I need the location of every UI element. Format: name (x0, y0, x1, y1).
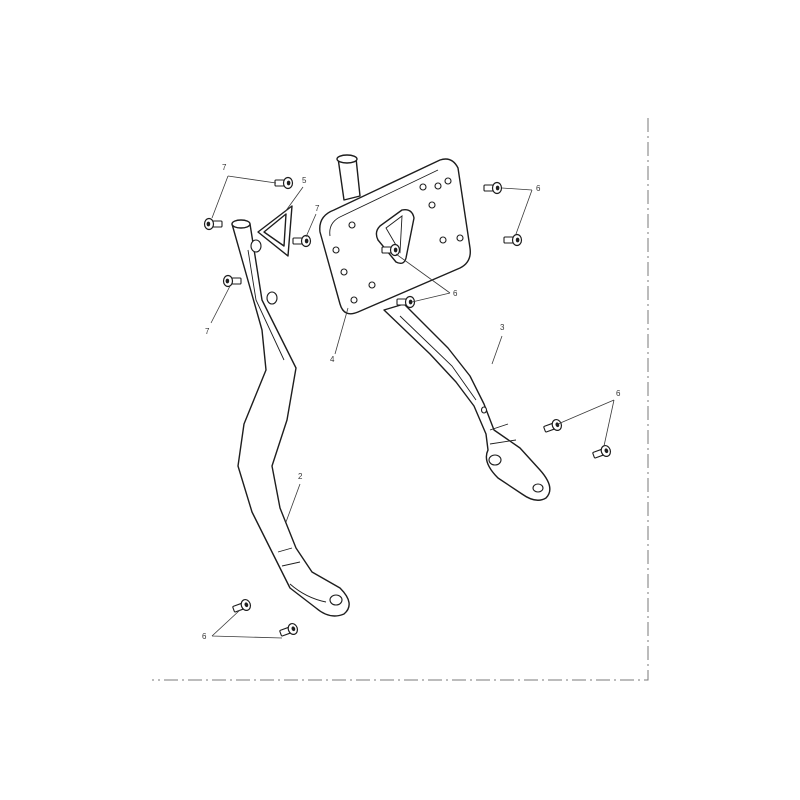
leader-6-right (557, 399, 615, 447)
right-support-arm (383, 303, 551, 501)
plate-bracket (319, 154, 471, 315)
leader-4 (334, 307, 349, 355)
callout-7-top: 7 (222, 163, 227, 172)
callout-7-right: 7 (315, 204, 320, 213)
callout-3: 3 (500, 323, 505, 332)
triangle-bracket (257, 205, 293, 257)
bolt-6-top-right-b (503, 233, 523, 247)
bolt-7-left (203, 217, 223, 231)
leader-3 (491, 335, 503, 365)
bolt-7-right (292, 234, 312, 248)
callout-7-lower: 7 (205, 327, 210, 336)
callout-6-right: 6 (616, 389, 621, 398)
bolt-6-right-b (591, 443, 613, 462)
leader-6-bottom (211, 609, 283, 639)
leader-2 (285, 483, 301, 523)
bolt-6-right-a (542, 417, 564, 436)
callout-4: 4 (330, 355, 335, 364)
callout-5: 5 (302, 176, 307, 185)
leader-7-lower (210, 285, 231, 324)
callout-6-plate: 6 (453, 289, 458, 298)
bolt-7-lower (222, 274, 242, 288)
callout-6-top-right: 6 (536, 184, 541, 193)
frame-border (152, 118, 649, 681)
callout-2: 2 (298, 472, 303, 481)
bolt-7-top (274, 176, 294, 190)
bolt-6-bottom-b (278, 621, 300, 640)
left-support-arm (231, 219, 350, 617)
bolt-6-bottom-a (231, 597, 253, 616)
bolt-6-top-right-a (483, 181, 503, 195)
leader-6-plate (395, 253, 451, 303)
leader-5 (284, 186, 304, 213)
leader-6-top-right (501, 187, 533, 235)
callout-6-bottom: 6 (202, 632, 207, 641)
leader-7-top (211, 175, 277, 219)
leader-7-right (305, 213, 317, 238)
